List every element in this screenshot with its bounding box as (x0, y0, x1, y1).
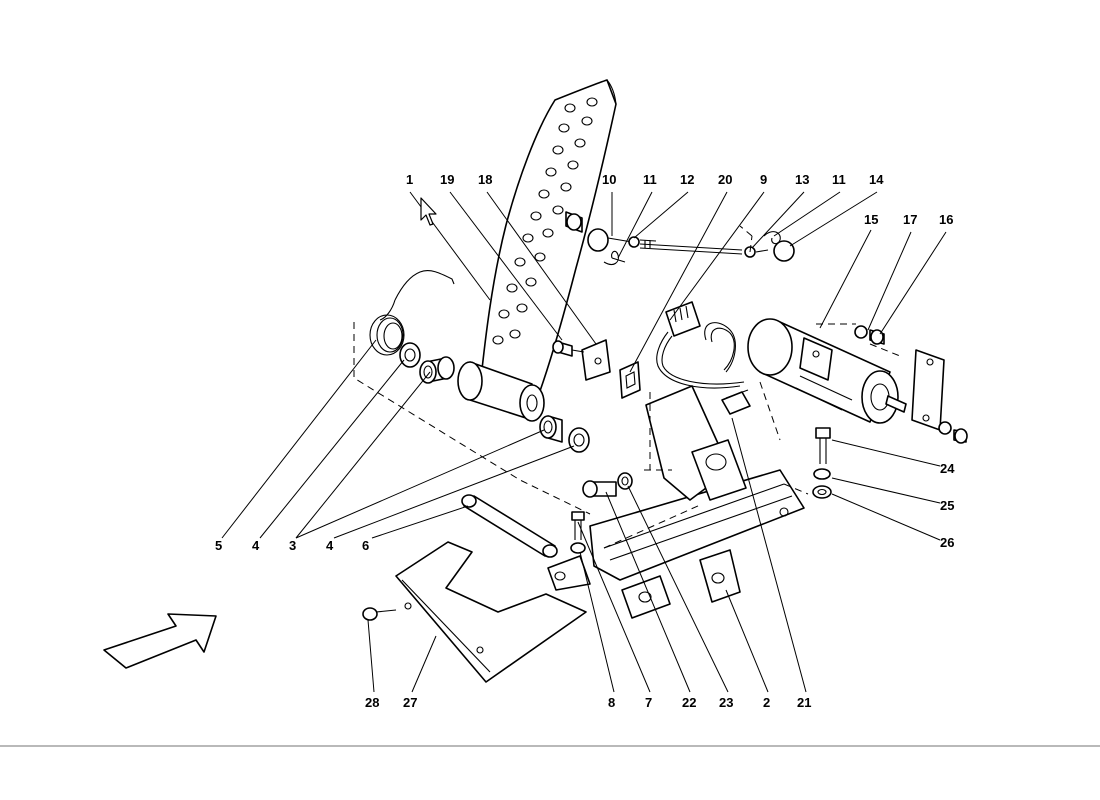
callout-1: 1 (406, 172, 413, 187)
forward-arrow-icon (103, 613, 217, 669)
washer-right (568, 427, 590, 453)
bushing-left (419, 356, 455, 384)
callout-7: 7 (645, 695, 652, 710)
assembly-lines (353, 225, 901, 549)
callout-16: 16 (939, 212, 953, 227)
callout-23: 23 (719, 695, 733, 710)
bottom-divider (0, 745, 1100, 747)
callout-18: 18 (478, 172, 492, 187)
screw-8 (571, 511, 585, 540)
wiring-harness (656, 301, 745, 389)
callout-5: 5 (215, 538, 222, 553)
callout-4: 4 (326, 538, 334, 553)
callout-25: 25 (940, 498, 954, 513)
callout-21: 21 (797, 695, 811, 710)
bolt-22 (582, 480, 617, 498)
pedal-holes (492, 97, 598, 345)
callout-4: 4 (252, 538, 260, 553)
callout-10: 10 (602, 172, 616, 187)
sensor-bracket (552, 339, 611, 381)
callout-20: 20 (718, 172, 732, 187)
callout-19: 19 (440, 172, 454, 187)
callout-3: 3 (289, 538, 296, 553)
callout-8: 8 (608, 695, 615, 710)
callout-6: 6 (362, 538, 369, 553)
callout-24: 24 (940, 461, 955, 476)
callout-11: 11 (643, 172, 657, 187)
pedal-box-base (547, 385, 805, 619)
heel-plate (362, 541, 587, 683)
callout-28: 28 (365, 695, 379, 710)
actuator-motor (747, 318, 907, 424)
pivot-pin (461, 494, 558, 558)
callout-17: 17 (903, 212, 917, 227)
callout-2: 2 (763, 695, 770, 710)
leader-lines (221, 191, 947, 693)
callout-11: 11 (832, 172, 846, 187)
accelerator-pedal (457, 79, 617, 422)
callout-22: 22 (682, 695, 696, 710)
washer-7 (570, 542, 586, 554)
return-spring (369, 270, 455, 356)
stop-pad (721, 389, 751, 415)
callout-27: 27 (403, 695, 417, 710)
callout-26: 26 (940, 535, 954, 550)
callout-12: 12 (680, 172, 694, 187)
motor-bracket (854, 325, 968, 444)
callout-14: 14 (869, 172, 884, 187)
callout-13: 13 (795, 172, 809, 187)
washer-23 (617, 472, 633, 490)
callout-numbers: 1 19 18 10 11 12 20 9 13 11 14 15 17 16 … (215, 172, 955, 710)
mounting-bolt (812, 427, 832, 499)
linkage-rod (587, 228, 795, 265)
callout-9: 9 (760, 172, 767, 187)
mouse-pointer-icon (420, 197, 437, 226)
callout-15: 15 (864, 212, 878, 227)
washer-left (399, 342, 421, 368)
bushing-right (539, 415, 563, 443)
position-sensor (619, 361, 641, 399)
